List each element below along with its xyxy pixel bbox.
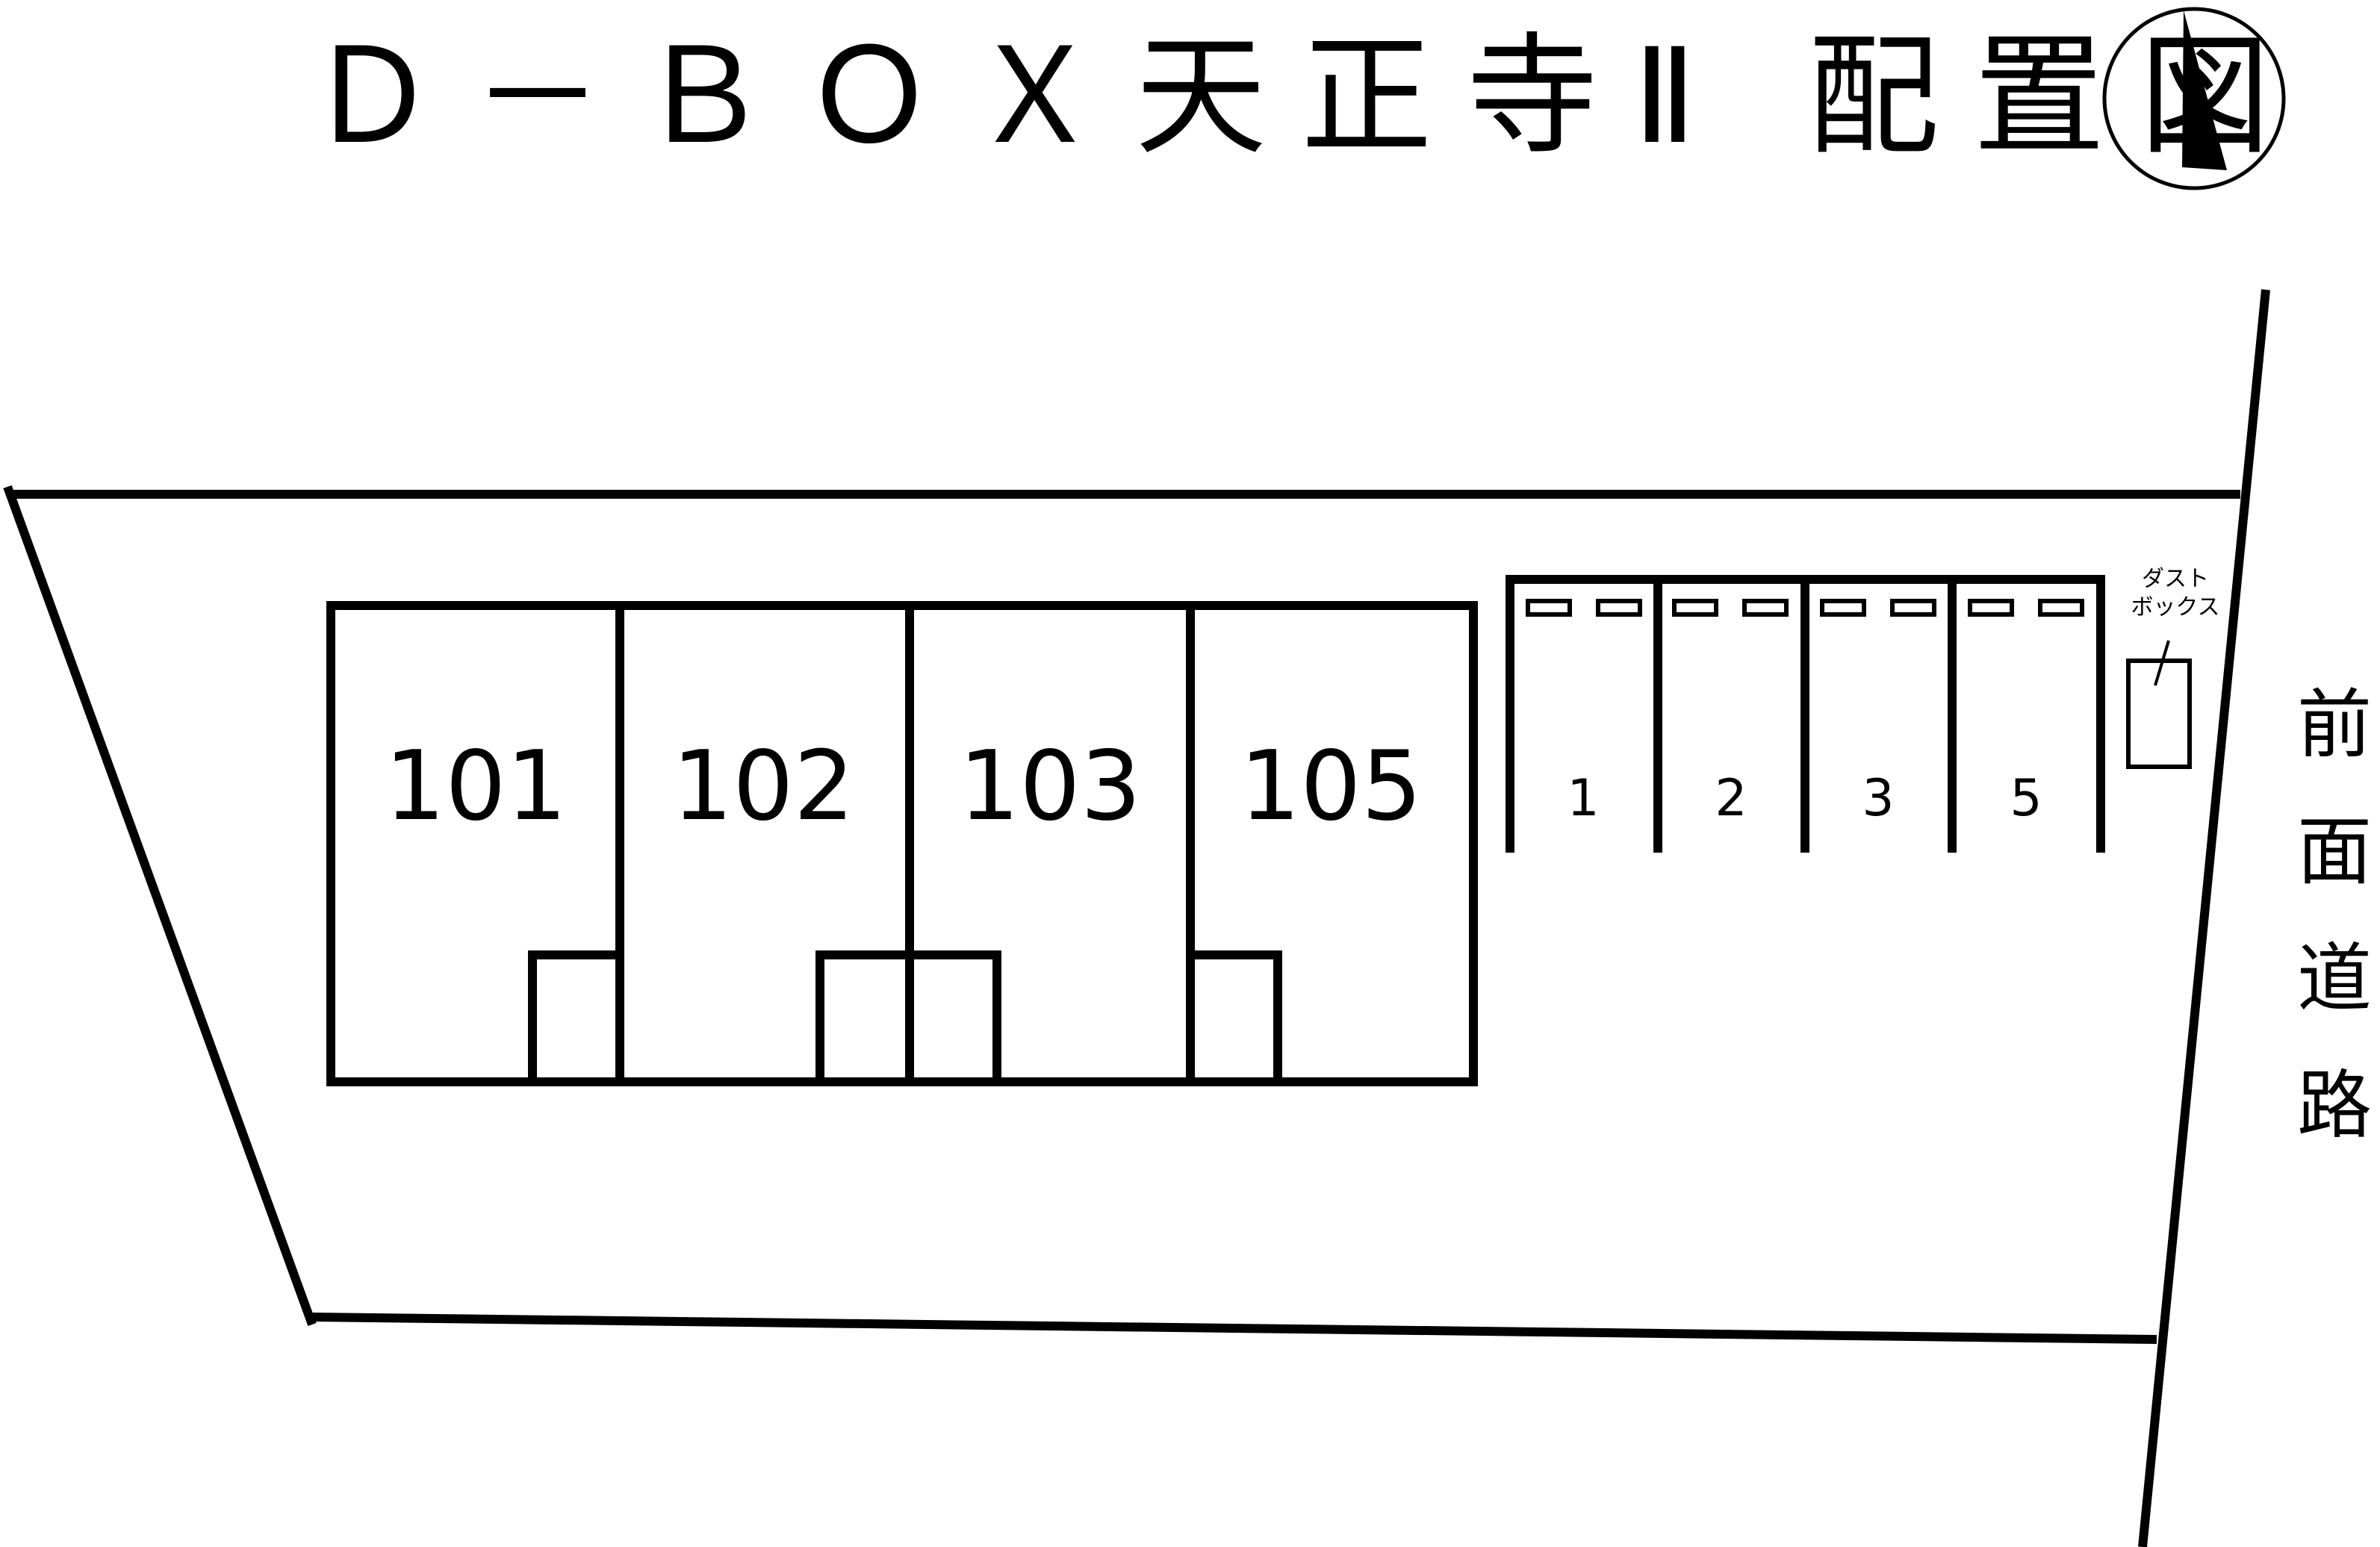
- road-label-char: 路: [2297, 1062, 2372, 1149]
- road-label-char: 面: [2297, 808, 2372, 895]
- dust-box-label: ダスト: [2142, 566, 2209, 592]
- parking-space-label: 1: [1567, 769, 1599, 828]
- building-outline: [326, 601, 1478, 1086]
- unit-label: 103: [959, 731, 1141, 842]
- dust-box: ダスト ボックス: [2126, 566, 2220, 769]
- road-label-char: 道: [2297, 935, 2372, 1022]
- parking-space-label: 3: [1862, 769, 1894, 828]
- north-arrow-icon: [2102, 7, 2286, 190]
- parking-space-label: 5: [2010, 769, 2042, 828]
- wheel-stops: [1526, 599, 2084, 617]
- road-label-char: 前: [2297, 681, 2372, 768]
- road-label: 前 面 道 路: [2297, 681, 2372, 1149]
- parking-space-label: 2: [1715, 769, 1747, 828]
- dust-box-label: ボックス: [2131, 594, 2219, 620]
- unit-labels: 101 102 103 105: [385, 731, 1422, 842]
- parking-area: 1 2 3 5: [1506, 575, 2105, 853]
- unit-label: 105: [1240, 731, 1422, 842]
- unit-label: 101: [385, 731, 567, 842]
- page-title: Ｄ－ＢＯＸ天正寺Ⅱ 配置図: [306, 20, 2305, 173]
- unit-label: 102: [672, 731, 854, 842]
- site-boundary: [3, 289, 2270, 1547]
